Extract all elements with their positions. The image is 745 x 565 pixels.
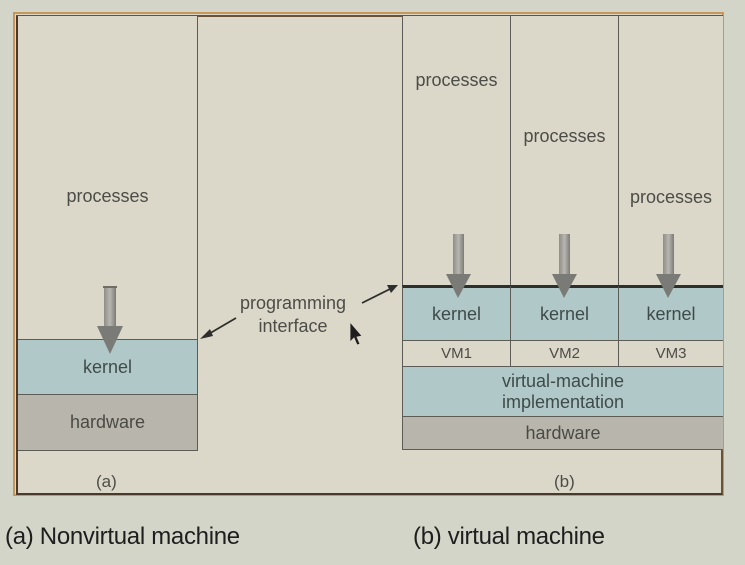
panel-a-hardware-box: hardware [18, 394, 198, 451]
caption-virtual-machine: (b) virtual machine [413, 523, 605, 550]
vm1-label-box: VM1 [402, 340, 511, 367]
interface-arrow-right-icon [361, 285, 398, 304]
mouse-cursor-icon [349, 320, 363, 346]
vm1-processes-label: processes [415, 70, 498, 90]
caption-nonvirtual-machine: (a) Nonvirtual machine [5, 523, 240, 550]
vm2-label-box: VM2 [510, 340, 619, 367]
panel-a-hardware-label: hardware [69, 412, 146, 432]
vm2-label: VM2 [549, 345, 580, 362]
vm3-processes-label: processes [629, 187, 713, 207]
panel-b-sublabel: (b) [554, 472, 575, 491]
programming-interface-line1: programming [240, 293, 347, 313]
panel-a-processes-box: processes [18, 16, 198, 340]
panel-a-down-arrow-icon [97, 286, 123, 354]
panel-a-processes-label: processes [66, 186, 149, 206]
vm-implementation-line2: implementation [501, 391, 625, 412]
vm1-label: VM1 [441, 345, 472, 362]
interface-arrow-left-icon [200, 317, 237, 339]
vm1-down-arrow-icon [446, 234, 471, 298]
vm3-label-box: VM3 [618, 340, 723, 367]
vm3-label: VM3 [655, 345, 687, 362]
vm2-kernel-label: kernel [539, 303, 590, 324]
programming-interface-label: programming interface [240, 292, 346, 338]
vm-implementation-box: virtual-machine implementation [402, 366, 723, 417]
panel-a-sublabel: (a) [96, 472, 117, 491]
panel-b-hardware-box: hardware [402, 416, 723, 450]
panel-a-kernel-label: kernel [82, 356, 133, 377]
panel-b-hardware-label: hardware [525, 422, 601, 443]
programming-interface-line2: interface [258, 316, 328, 336]
vm2-down-arrow-icon [552, 234, 577, 298]
vm1-kernel-label: kernel [431, 303, 482, 324]
vm1-processes-box: processes [402, 16, 511, 286]
vm3-kernel-label: kernel [646, 303, 696, 324]
vm-implementation-line1: virtual-machine [501, 370, 625, 391]
vm3-down-arrow-icon [656, 234, 681, 298]
vm2-processes-label: processes [523, 126, 606, 146]
